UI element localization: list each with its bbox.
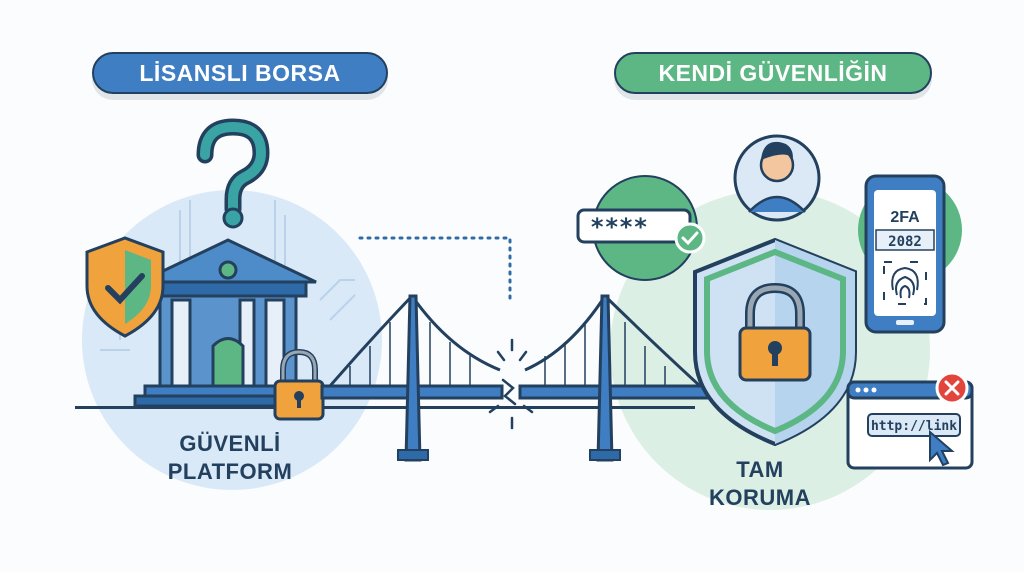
shield-check-icon (85, 236, 165, 338)
close-icon (935, 371, 969, 405)
cursor-icon (929, 429, 955, 467)
question-mark-icon (196, 118, 270, 229)
fingerprint-icon (883, 261, 927, 305)
caption-secure-platform: GÜVENLİ PLATFORM (130, 430, 330, 486)
phone-2fa-code: 2082 (888, 234, 922, 250)
phone-2fa-title: 2FA (890, 209, 920, 226)
caption-line-2: PLATFORM (167, 459, 293, 484)
password-field: **** (590, 213, 648, 241)
caption-line-2: KORUMA (709, 485, 811, 510)
caption-line-1: TAM (736, 457, 784, 482)
password-check-icon (576, 175, 706, 281)
caption-full-protection: TAM KORUMA (660, 456, 860, 512)
shield-lock-icon (693, 237, 857, 447)
caption-line-1: GÜVENLİ (179, 431, 281, 456)
header-licensed-exchange: LİSANSLI BORSA (92, 52, 388, 94)
suspension-bridge-icon (320, 294, 722, 462)
phone-2fa-icon (858, 174, 962, 334)
dotted-link (358, 236, 512, 300)
bank-building-icon (75, 238, 695, 409)
padlock-icon (273, 348, 325, 421)
browser-url: http://link (871, 419, 957, 434)
broken-link-icon (488, 338, 534, 430)
user-avatar-icon (733, 134, 821, 222)
header-own-security: KENDİ GÜVENLİĞİN (614, 52, 932, 94)
